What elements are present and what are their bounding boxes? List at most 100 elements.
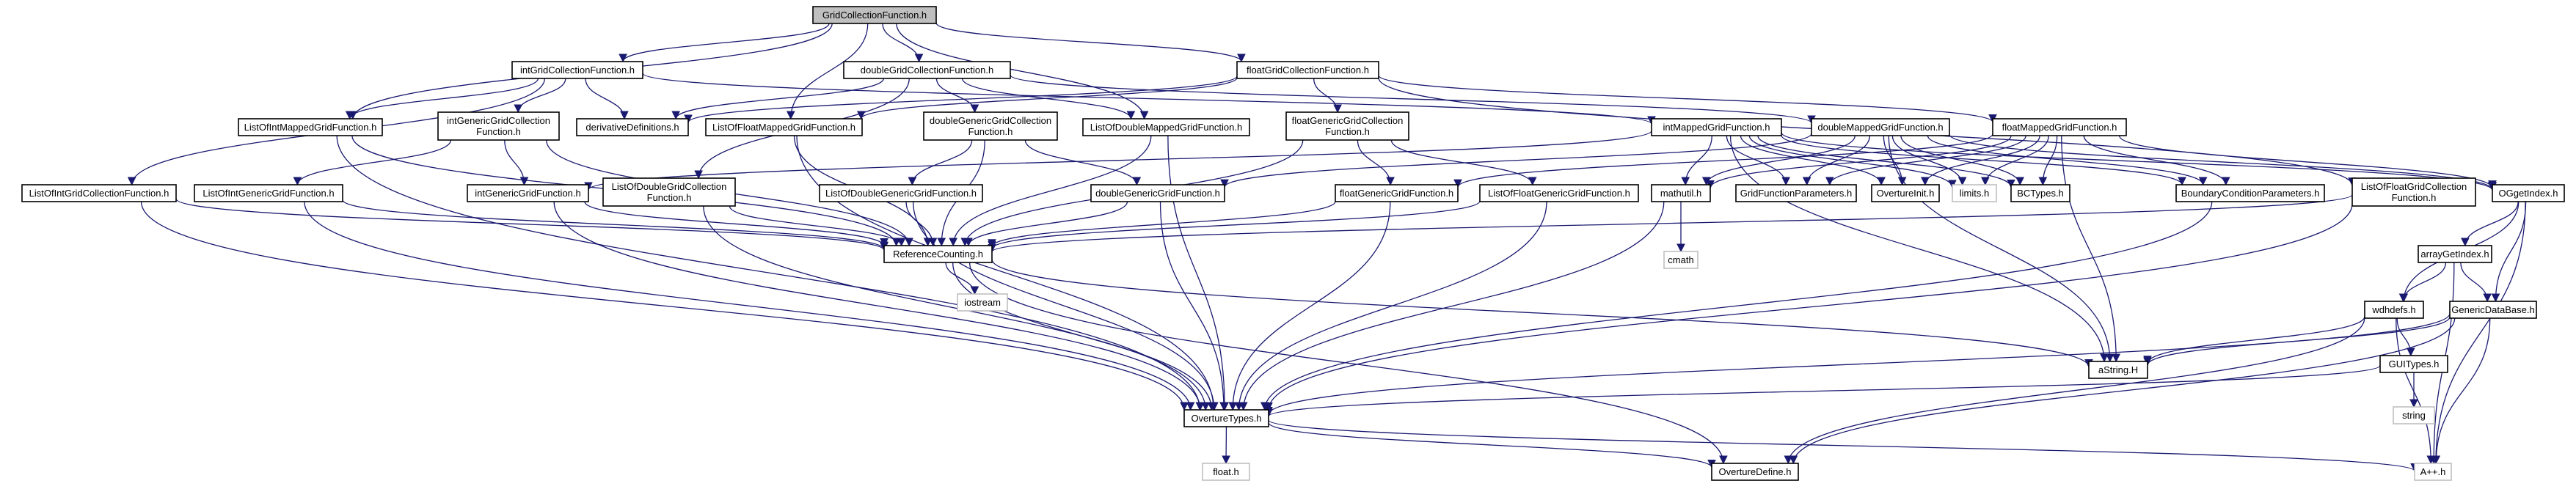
edge-OGgetIndex-to-arrayGetIndex — [2461, 201, 2519, 247]
node-OvertureDefine[interactable]: OvertureDefine.h — [1711, 463, 1799, 481]
node-box — [1183, 409, 1269, 427]
node-label: intGenericGridFunction.h — [475, 188, 581, 199]
node-ListOfDoubleGGF[interactable]: ListOfDoubleGenericGridFunction.h — [819, 184, 983, 202]
node-floatH: float.h — [1202, 463, 1250, 481]
node-wdhdefs[interactable]: wdhdefs.h — [2364, 301, 2424, 319]
edge-root-to-floatGCF — [935, 22, 1246, 63]
node-label: Function.h — [968, 126, 1013, 137]
edge-wdhdefs-to-OvertureDefine — [1784, 317, 2365, 465]
edge-doubleGenGCF-to-ListOfDoubleGGF — [908, 139, 973, 186]
edge-arrayGetIndex-to-GenericDataBase — [2460, 262, 2492, 303]
node-floatGGF[interactable]: floatGenericGridFunction.h — [1335, 184, 1459, 202]
node-RefCount[interactable]: ReferenceCounting.h — [883, 245, 993, 263]
node-box — [1236, 61, 1379, 79]
edge-RefCount-to-aString — [991, 259, 2093, 368]
node-mathutil[interactable]: mathutil.h — [1651, 184, 1711, 202]
node-label: ReferenceCounting.h — [893, 249, 983, 260]
node-box — [883, 245, 993, 263]
node-label: Function.h — [647, 192, 692, 203]
edge-root-to-ListOfFloatMGF — [786, 23, 869, 120]
node-label: intMappedGridFunction.h — [1663, 122, 1770, 133]
edge-intGCF-to-derivDefs — [585, 78, 629, 120]
node-label: ListOfFloatGenericGridFunction.h — [1488, 188, 1630, 199]
node-arrayGetIndex[interactable]: arrayGetIndex.h — [2418, 245, 2492, 263]
node-box — [2364, 301, 2424, 319]
edge-ListOfFloatGCF-to-OvertureTypes — [1264, 204, 2353, 411]
edge-mathutil-to-OvertureTypes — [1238, 201, 1665, 411]
node-doubleGCF[interactable]: doubleGridCollectionFunction.h — [843, 61, 1011, 79]
edge-doubleGGF-to-RefCount — [964, 201, 1128, 247]
edge-RefCount-to-OvertureDefine — [968, 262, 1728, 465]
node-label: cmath — [1668, 254, 1693, 265]
node-label: GridCollectionFunction.h — [822, 10, 927, 21]
node-intGCF[interactable]: intGridCollectionFunction.h — [511, 61, 643, 79]
node-box — [467, 184, 589, 202]
node-box — [2379, 355, 2448, 373]
node-label: A++.h — [2420, 466, 2446, 477]
file-nodes: GridCollectionFunction.h intGridCollectio… — [21, 6, 2565, 481]
node-ListOfIntGCF[interactable]: ListOfIntGridCollectionFunction.h — [21, 184, 177, 202]
node-GFParams[interactable]: GridFunctionParameters.h — [1735, 184, 1857, 202]
node-OGgetIndex[interactable]: OGgetIndex.h — [2492, 184, 2565, 202]
node-box — [957, 293, 1008, 312]
node-intMGF[interactable]: intMappedGridFunction.h — [1651, 118, 1782, 136]
node-limits: limits.h — [1952, 184, 1997, 202]
edge-ListOfDoubleMGF-to-RefCount — [949, 135, 1152, 247]
node-derivDefs[interactable]: derivativeDefinitions.h — [576, 118, 689, 136]
node-label: BCTypes.h — [2017, 188, 2064, 199]
node-BCParams[interactable]: BoundaryConditionParameters.h — [2175, 184, 2325, 202]
edge-intMGF-to-GFParams — [1726, 135, 1790, 186]
node-OvertureInit[interactable]: OvertureInit.h — [1871, 184, 1940, 202]
node-box — [1082, 118, 1250, 136]
node-box — [1285, 111, 1409, 141]
node-floatMGF[interactable]: floatMappedGridFunction.h — [1992, 118, 2127, 136]
node-doubleMGF[interactable]: doubleMappedGridFunction.h — [1811, 118, 1950, 136]
edge-doubleMGF-to-mathutil — [1701, 135, 1856, 186]
node-label: mathutil.h — [1660, 188, 1701, 199]
node-ListOfFloatMGF[interactable]: ListOfFloatMappedGridFunction.h — [705, 118, 863, 136]
edge-ListOfIntGCF-to-RefCount — [175, 198, 889, 251]
edge-intMGF-to-limits — [1748, 135, 1957, 188]
edge-OvertureTypes-to-App — [1268, 419, 2419, 472]
node-box — [2175, 184, 2325, 202]
node-ListOfIntMGF[interactable]: ListOfIntMappedGridFunction.h — [238, 118, 383, 136]
node-label: limits.h — [1960, 188, 1989, 199]
node-label: ListOfDoubleMappedGridFunction.h — [1090, 122, 1242, 133]
node-box — [1202, 463, 1250, 481]
edge-OGgetIndex-to-GenericDataBase — [2491, 201, 2527, 303]
node-OvertureTypes[interactable]: OvertureTypes.h — [1183, 409, 1269, 427]
edge-arrayGetIndex-to-wdhdefs — [2398, 262, 2447, 303]
node-label: floatGenericGridCollection — [1292, 115, 1404, 126]
node-aString[interactable]: aString.H — [2088, 361, 2148, 379]
edge-wdhdefs-to-aString — [2143, 316, 2365, 364]
node-root[interactable]: GridCollectionFunction.h — [812, 6, 937, 24]
node-GUITypes[interactable]: GUITypes.h — [2379, 355, 2448, 373]
node-doubleGGF[interactable]: doubleGenericGridFunction.h — [1090, 184, 1225, 202]
node-intGGF[interactable]: intGenericGridFunction.h — [467, 184, 589, 202]
node-box — [2351, 177, 2476, 207]
node-label: OGgetIndex.h — [2499, 188, 2558, 199]
edge-wdhdefs-to-GUITypes — [2396, 317, 2415, 357]
node-box — [2449, 301, 2537, 319]
node-label: ListOfDoubleGenericGridFunction.h — [825, 188, 977, 199]
node-GenericDataBase[interactable]: GenericDataBase.h — [2449, 301, 2537, 319]
node-label: ListOfIntGridCollectionFunction.h — [29, 188, 169, 199]
edge-intMGF-to-mathutil — [1681, 135, 1712, 186]
node-label: ListOfIntMappedGridFunction.h — [244, 122, 377, 133]
node-BCTypes[interactable]: BCTypes.h — [2010, 184, 2070, 202]
edge-OGgetIndex-to-App — [2431, 201, 2526, 465]
node-floatGCF[interactable]: floatGridCollectionFunction.h — [1236, 61, 1379, 79]
node-box — [1871, 184, 1940, 202]
node-ListOfFloatGGF[interactable]: ListOfFloatGenericGridFunction.h — [1479, 184, 1639, 202]
edge-doubleMGF-to-BCTypes — [1900, 135, 2024, 186]
node-ListOfIntGGF[interactable]: ListOfIntGenericGridFunction.h — [194, 184, 343, 202]
edge-floatGGF-to-RefCount — [988, 201, 1336, 248]
node-ListOfDoubleMGF[interactable]: ListOfDoubleMappedGridFunction.h — [1082, 118, 1250, 136]
edge-doubleGCF-to-derivDefs — [671, 78, 884, 120]
